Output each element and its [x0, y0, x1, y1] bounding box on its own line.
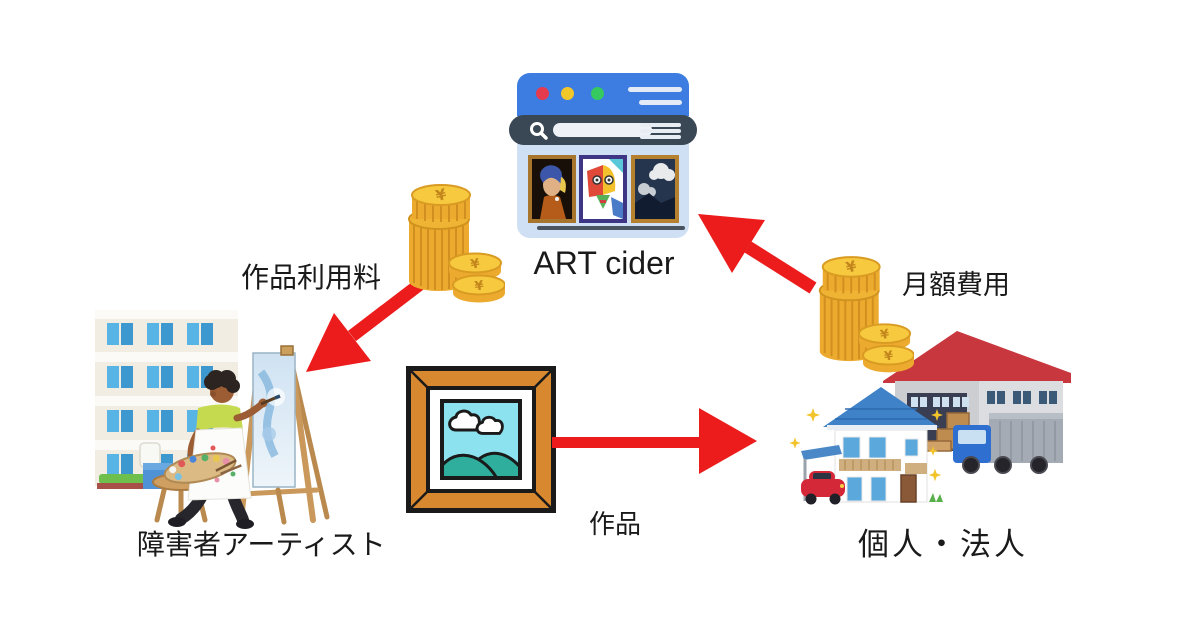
arrow-monthly-fee-to-platform	[698, 214, 817, 294]
framed-picture	[406, 366, 556, 513]
artist-label: 障害者アーティスト	[137, 529, 386, 560]
header-line	[639, 100, 682, 105]
artist-illustration	[95, 310, 330, 529]
customer-illustration	[789, 331, 1071, 505]
balcony-rail	[839, 459, 927, 474]
browser-header	[517, 73, 689, 116]
arrow-artwork-to-customer	[552, 408, 757, 474]
artwork-label: 作品	[589, 509, 642, 539]
browser-frame	[509, 73, 697, 238]
browser-content	[517, 145, 689, 238]
traffic-light-yellow-icon	[561, 87, 574, 100]
search-input	[553, 123, 652, 137]
search-icon	[530, 122, 548, 140]
paint-palette	[163, 452, 242, 484]
platform-label: ART cider	[533, 245, 675, 281]
traffic-light-red-icon	[536, 87, 549, 100]
customer-label: 個人・法人	[858, 527, 1028, 562]
header-line	[628, 87, 682, 92]
artwork-thumbnail-cubist-face	[579, 155, 627, 223]
sparkle-icons	[789, 408, 943, 482]
menu-icon	[640, 129, 681, 133]
content-divider	[537, 226, 685, 230]
usage-fee-label: 作品利用料	[241, 262, 382, 293]
canvas-on-easel	[240, 345, 320, 525]
menu-icon	[640, 135, 681, 139]
browser-search-bar	[509, 115, 697, 145]
grass-tuft	[929, 493, 943, 502]
menu-icon	[640, 123, 681, 127]
house	[801, 387, 943, 505]
paint-brush	[260, 396, 276, 406]
artcider-browser-window	[509, 73, 697, 238]
monthly-fee-label: 月額費用	[902, 270, 1010, 300]
landscape-painting	[440, 399, 522, 480]
carport-roof	[801, 445, 842, 460]
red-car	[801, 471, 845, 505]
delivery-truck	[953, 413, 1063, 474]
traffic-light-green-icon	[591, 87, 604, 100]
artwork-thumbnail-dark-clouds	[631, 155, 679, 223]
coin-stack-left-icon	[408, 183, 505, 304]
artist-figure	[163, 370, 281, 529]
artwork-thumbnail-pearl-earring	[528, 155, 576, 223]
coin-stack-right-icon	[818, 256, 914, 374]
